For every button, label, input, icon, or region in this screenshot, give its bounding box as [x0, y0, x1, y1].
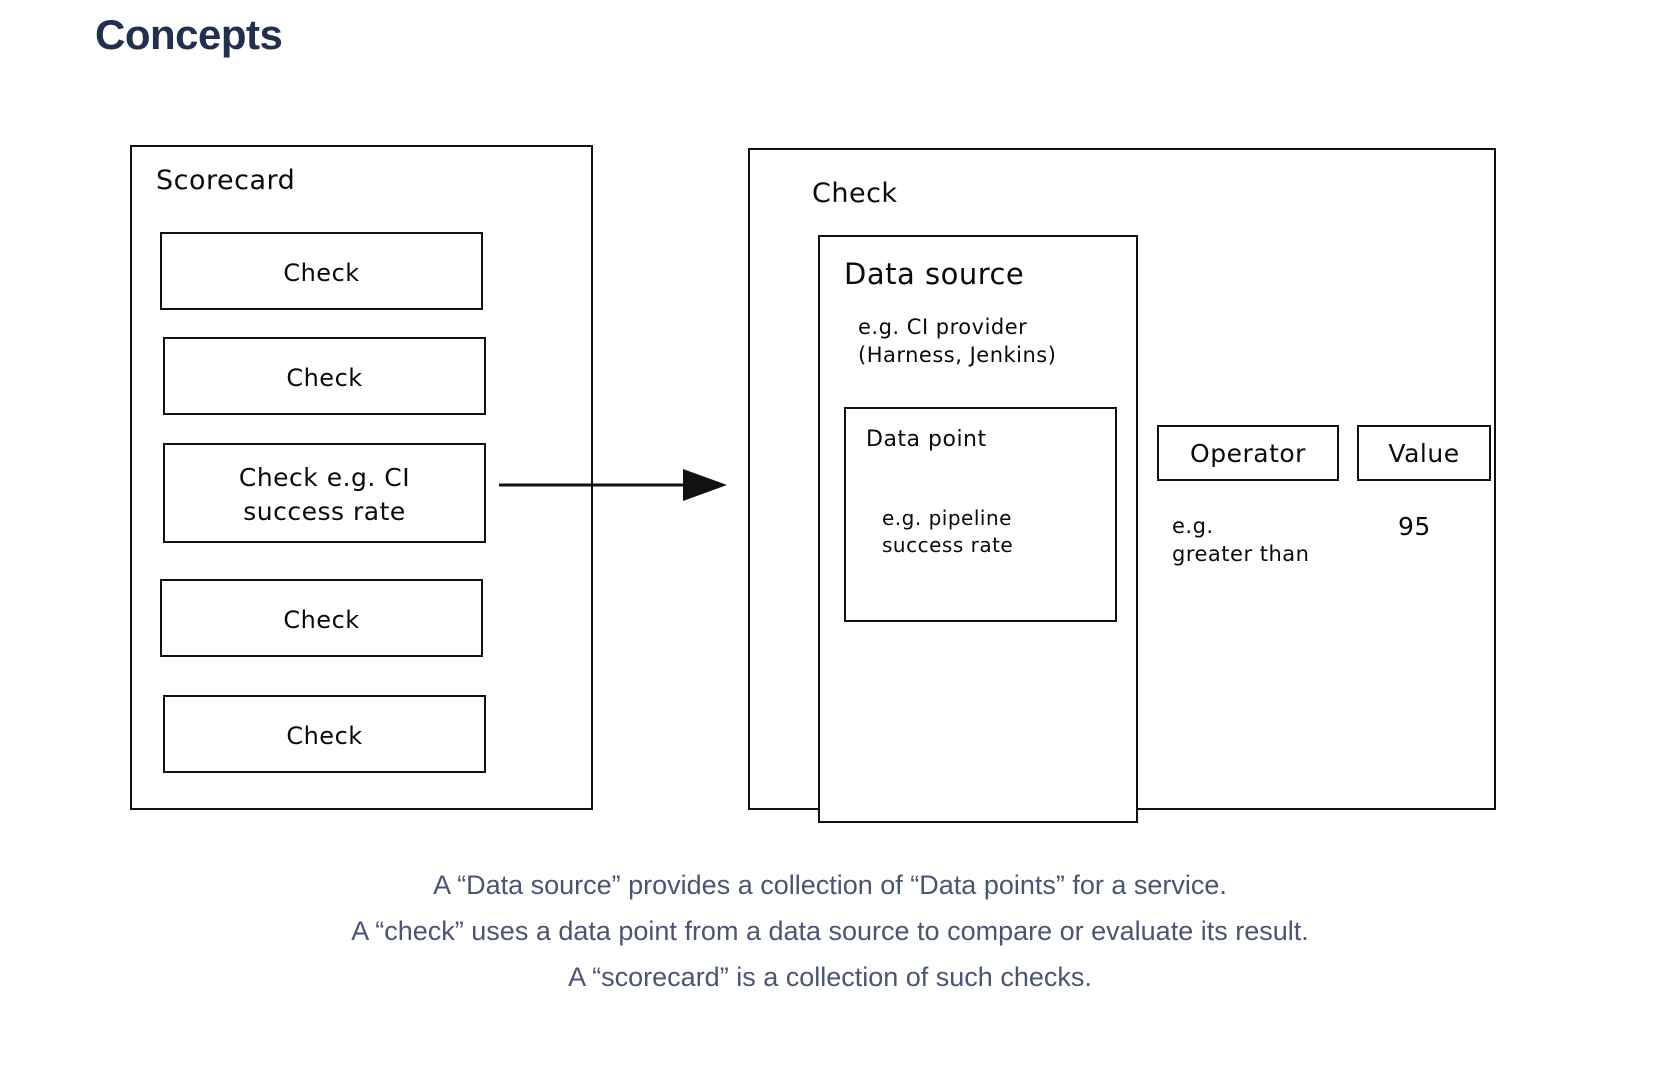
data-source-box: Data source e.g. CI provider (Harness, J…: [818, 235, 1138, 823]
operator-label: Operator: [1190, 439, 1306, 468]
operator-example: e.g. greater than: [1172, 514, 1310, 566]
data-source-example: e.g. CI provider (Harness, Jenkins): [858, 315, 1057, 367]
scorecard-check-2[interactable]: Check: [163, 337, 486, 415]
caption: A “Data source” provides a collection of…: [0, 862, 1660, 1000]
scorecard-check-4-label: Check: [283, 606, 360, 634]
scorecard-check-2-label: Check: [286, 364, 363, 392]
scorecard-check-5[interactable]: Check: [163, 695, 486, 773]
arrow-right-icon: [499, 469, 727, 501]
check-panel-label: Check: [812, 178, 898, 209]
caption-line-2: A “check” uses a data point from a data …: [351, 916, 1309, 946]
data-point-label: Data point: [866, 427, 987, 452]
scorecard-check-1[interactable]: Check: [160, 232, 483, 310]
scorecard-panel-label: Scorecard: [156, 165, 296, 196]
data-point-example: e.g. pipeline success rate: [882, 506, 1014, 557]
page-title: Concepts: [95, 11, 283, 58]
concepts-diagram: Scorecard Check Check Check e.g. CI succ…: [130, 145, 1496, 823]
data-source-label: Data source: [844, 257, 1025, 291]
data-point-box: Data point e.g. pipeline success rate: [844, 407, 1117, 622]
operator-box: Operator: [1157, 425, 1339, 481]
scorecard-check-4[interactable]: Check: [160, 579, 483, 657]
scorecard-check-5-label: Check: [286, 722, 363, 750]
scorecard-check-3[interactable]: Check e.g. CI success rate: [163, 443, 486, 543]
value-box: Value: [1357, 425, 1491, 481]
scorecard-check-1-label: Check: [283, 259, 360, 287]
scorecard-panel: Scorecard Check Check Check e.g. CI succ…: [130, 145, 593, 810]
scorecard-check-3-label: Check e.g. CI success rate: [238, 463, 411, 526]
value-example: 95: [1398, 512, 1431, 541]
caption-line-1: A “Data source” provides a collection of…: [433, 870, 1227, 900]
value-label: Value: [1388, 439, 1460, 468]
check-panel: Check Data source e.g. CI provider (Harn…: [748, 148, 1496, 823]
caption-line-3: A “scorecard” is a collection of such ch…: [568, 962, 1092, 992]
